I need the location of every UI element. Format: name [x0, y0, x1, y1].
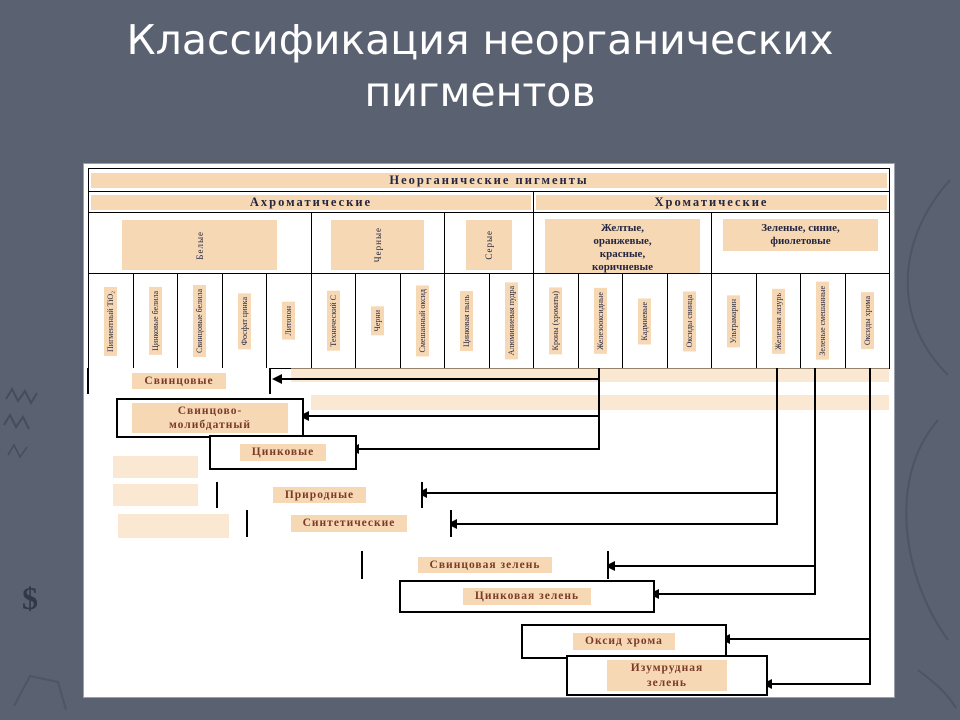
pigment-label: Свинцовые белила: [193, 285, 207, 357]
pigment-label: Кроны (хроматы): [549, 287, 563, 355]
pigment-label: Смешанный оксид: [415, 285, 429, 357]
pigment-cell: Фосфат цинка: [222, 274, 266, 368]
pigment-label: Ультрамарин: [727, 294, 741, 348]
group-cell-gray: Серые: [445, 213, 533, 273]
pigment-cell: Алюминиевая пудра: [489, 274, 533, 368]
pigment-cell: Цинковая пыль: [445, 274, 489, 368]
pigment-cell: Ультрамарин: [712, 274, 756, 368]
group-cell-warm: Желтые, оранжевые, красные, коричневые: [534, 213, 711, 273]
group-box-gray: Серые: [466, 220, 512, 270]
group-cell-cool: Зеленые, синие, фиолетовые: [712, 213, 889, 273]
pigment-label: Алюминиевая пудра: [504, 282, 518, 360]
flow-box-label: Природные: [272, 486, 367, 504]
group-box-warm: Желтые, оранжевые, красные, коричневые: [544, 219, 701, 273]
flow-box-label: Оксид хрома: [573, 633, 675, 650]
arrow-connector: [649, 589, 814, 599]
arrow-connector: [272, 374, 598, 384]
diagram-panel: Неорганические пигменты Ахроматические Х…: [83, 163, 895, 698]
pigment-label: Фосфат цинка: [237, 292, 251, 350]
flow-box-label: Цинковая зелень: [462, 588, 592, 605]
ghost-box: [118, 514, 229, 538]
pigment-cell: Оксиды свинца: [667, 274, 711, 368]
flow-box-label: Свинцовая зелень: [417, 556, 553, 574]
flow-box-synthetic: Синтетические: [246, 510, 452, 537]
flow-box-lead-molybdate: Свинцово-молибдатный: [116, 398, 304, 438]
group-label-cool: Зеленые, синие, фиолетовые: [761, 222, 840, 247]
arrow-connector: [605, 561, 814, 571]
drop-line: [869, 368, 871, 685]
group-cell-black: Черные: [311, 213, 444, 273]
pigment-cell: Свинцовые белила: [178, 274, 222, 368]
classification-table: Неорганические пигменты Ахроматические Х…: [88, 168, 890, 369]
group-box-black: Черные: [331, 220, 425, 270]
achromatic-label: Ахроматические: [91, 194, 531, 210]
drop-line: [598, 368, 600, 450]
root-cell: Неорганические пигменты: [89, 169, 889, 191]
drop-line: [776, 368, 778, 525]
pigment-cell: Пигментный TiO₂: [89, 274, 133, 368]
group-label-gray: Серые: [484, 230, 494, 260]
group-label-white: Белые: [194, 230, 205, 260]
flow-box-natural: Природные: [216, 482, 423, 508]
flow-box-zinc-green: Цинковая зелень: [399, 580, 655, 613]
slide-title: Классификация неорганических пигментов: [126, 16, 834, 117]
chromatic-cell: Хроматические: [534, 192, 889, 212]
pigment-cell: Железооксидные: [578, 274, 622, 368]
arrow-connector: [349, 444, 598, 454]
arrow-connector: [447, 519, 776, 529]
dollar-ornament: $: [22, 580, 38, 616]
pigment-label: Технический С: [326, 291, 340, 351]
arrow-connector: [720, 634, 869, 644]
flow-box-label: Изумрудная зелень: [607, 660, 727, 691]
chromatic-label: Хроматические: [536, 194, 887, 210]
flow-box-label: Свинцовые: [132, 372, 226, 390]
pigment-cell: Литопон: [267, 274, 311, 368]
drop-line: [814, 368, 816, 595]
flow-box-lead-crowns: Свинцовые: [87, 368, 271, 394]
arrow-connector: [299, 411, 598, 421]
left-scribble-ornament: [3, 386, 38, 459]
arrow-connector: [417, 488, 776, 498]
ghost-band: [311, 395, 889, 410]
pigment-label: Оксиды хрома: [860, 292, 874, 350]
achromatic-cell: Ахроматические: [89, 192, 533, 212]
group-label-black: Черные: [372, 227, 383, 263]
pigment-label: Кадмиевые: [638, 297, 652, 345]
group-label-warm: Желтые, оранжевые, красные, коричневые: [592, 222, 653, 273]
group-box-white: Белые: [122, 220, 278, 270]
group-box-cool: Зеленые, синие, фиолетовые: [722, 219, 879, 251]
pigment-cell: Оксиды хрома: [845, 274, 889, 368]
flow-box-label: Цинковые: [239, 444, 327, 461]
ghost-box: [113, 456, 198, 478]
flow-box-label: Свинцово-молибдатный: [132, 402, 288, 434]
pigment-cell: Технический С: [311, 274, 355, 368]
pigment-cell: Железная лазурь: [756, 274, 800, 368]
pigment-label: Оксиды свинца: [682, 290, 696, 352]
pigment-cell: Кадмиевые: [623, 274, 667, 368]
ghost-box: [113, 484, 198, 506]
flow-box-label: Синтетические: [290, 515, 408, 532]
pigment-label: Зеленые смешанные: [816, 282, 830, 360]
flow-box-zinc-crowns: Цинковые: [209, 435, 357, 470]
pigment-cell: Кроны (хроматы): [534, 274, 578, 368]
flow-box-chromium-oxide: Оксид хрома: [521, 624, 727, 659]
flow-box-emerald-green: Изумрудная зелень: [566, 655, 768, 696]
pigment-label: Железооксидные: [593, 288, 607, 354]
arrow-connector: [762, 679, 869, 689]
pigment-label: Литопон: [282, 302, 296, 340]
pigment-cell: Черни: [356, 274, 400, 368]
pigment-label: Черни: [371, 306, 385, 336]
pigment-cell: Зеленые смешанные: [801, 274, 845, 368]
flow-box-lead-green: Свинцовая зелень: [361, 551, 609, 579]
pigment-label: Пигментный TiO₂: [104, 286, 118, 356]
pigment-cell: Смешанный оксид: [400, 274, 444, 368]
group-cell-white: Белые: [89, 213, 311, 273]
bottom-left-ornament: [13, 674, 67, 711]
pigment-cell: Цинковые белила: [133, 274, 177, 368]
root-label: Неорганические пигменты: [91, 172, 887, 188]
pigment-label: Цинковая пыль: [460, 290, 474, 352]
pigment-label: Цинковые белила: [148, 287, 162, 355]
pigment-label: Железная лазурь: [771, 288, 785, 354]
